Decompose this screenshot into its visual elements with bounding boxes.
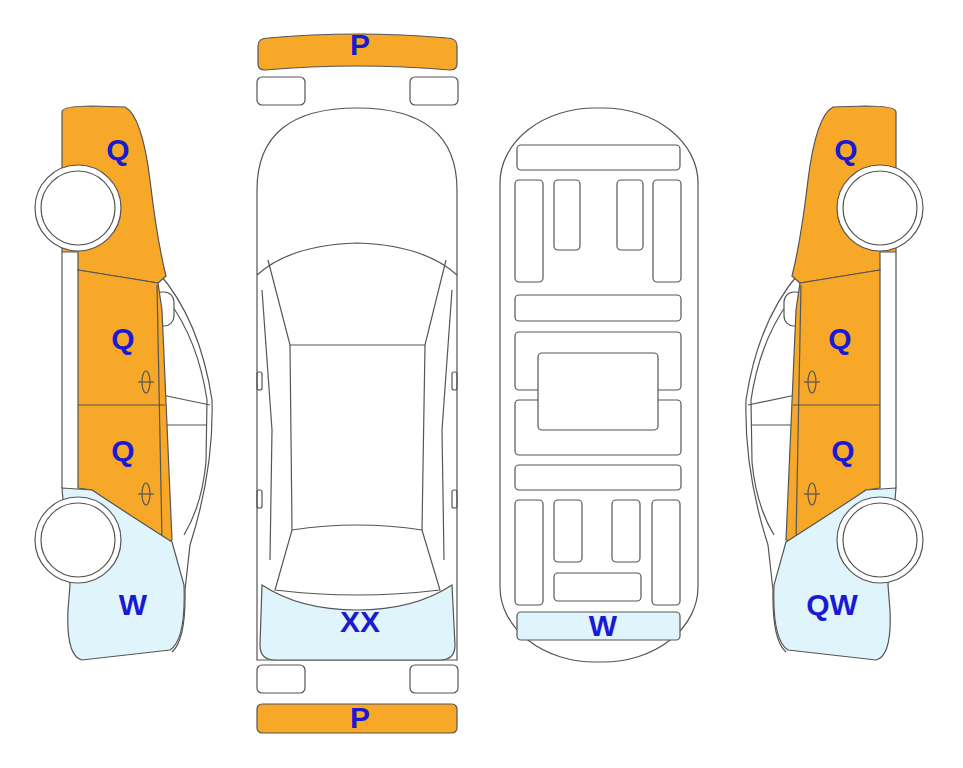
damage-code: Q: [828, 324, 851, 354]
damage-code: XX: [340, 607, 380, 637]
damage-code: P: [350, 703, 370, 733]
damage-code: W: [119, 590, 147, 620]
damage-code: QW: [806, 590, 858, 620]
damage-code: P: [350, 30, 370, 60]
damage-code: Q: [831, 436, 854, 466]
damage-code: Q: [834, 135, 857, 165]
damage-code: Q: [111, 324, 134, 354]
damage-code: Q: [111, 436, 134, 466]
damage-code: Q: [106, 135, 129, 165]
damage-code: W: [589, 611, 617, 641]
